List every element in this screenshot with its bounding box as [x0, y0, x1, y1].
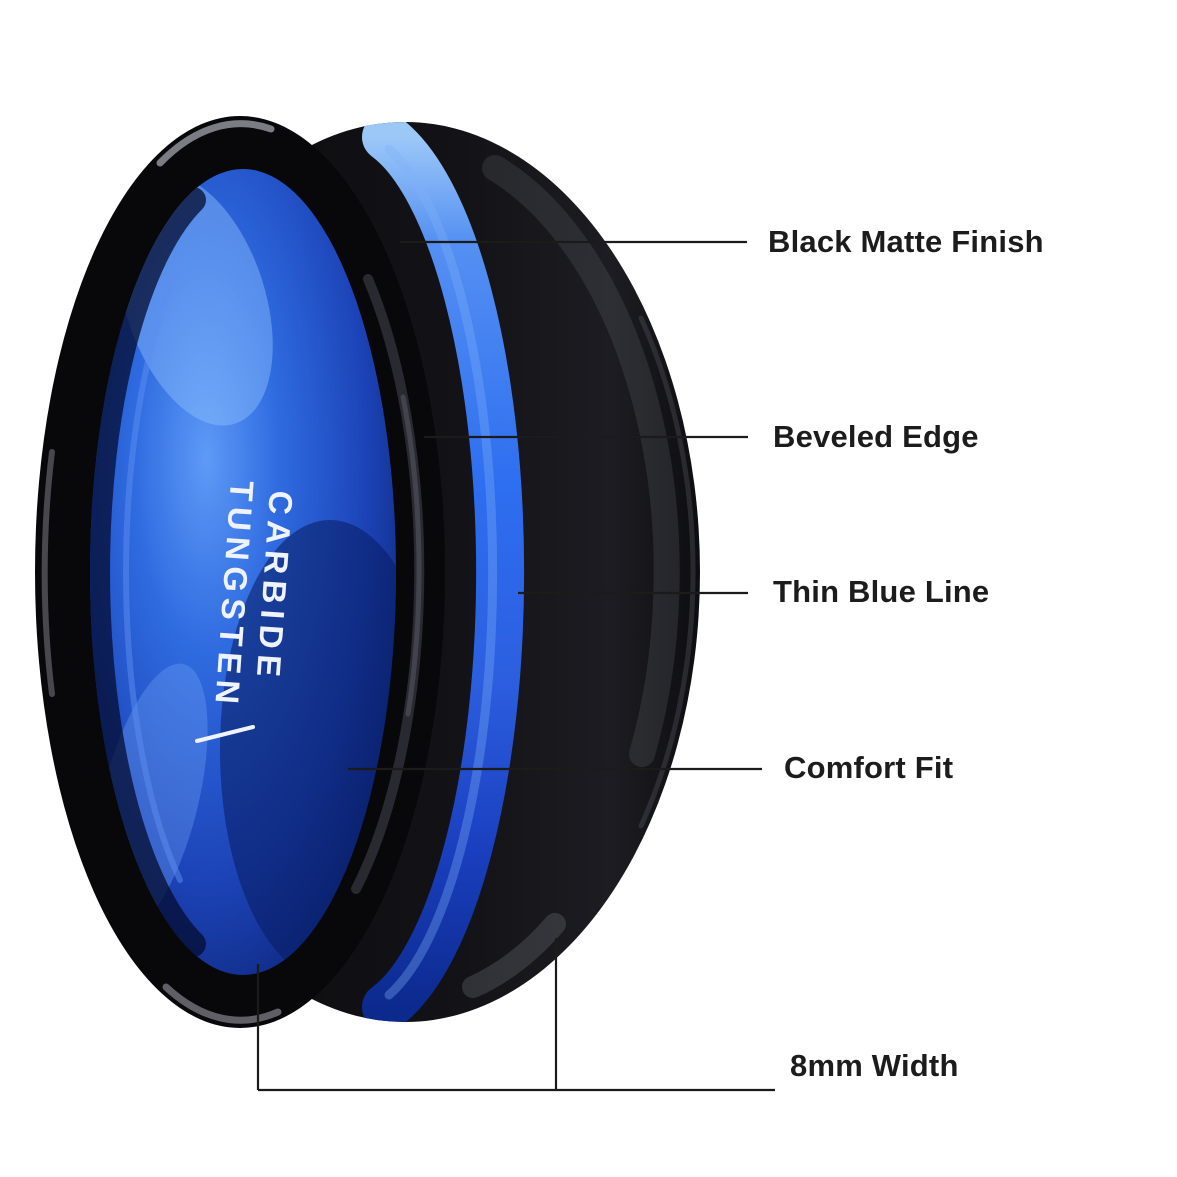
face-highlight-bottom: [162, 983, 282, 1024]
thin-blue-line-groove: [362, 122, 525, 1022]
callout-thin-blue-line: Thin Blue Line: [773, 574, 990, 609]
groove-highlight: [384, 144, 498, 1000]
inner-left-rim-shadow: [90, 187, 206, 957]
face-highlight-left: [41, 449, 55, 697]
callout-black-matte-finish: Black Matte Finish: [768, 224, 1044, 259]
band-sheen-arc: [482, 155, 680, 767]
band-sheen-arc-lower: [462, 913, 566, 998]
callout-8mm-width: 8mm Width: [790, 1048, 959, 1083]
callout-beveled-edge: Beveled Edge: [773, 419, 979, 454]
inner-brand-underline: [195, 725, 255, 743]
face-highlight-top: [156, 120, 275, 167]
band-edge-highlight: [638, 315, 696, 829]
ring-band-sheen: [362, 122, 696, 1022]
leader-lines: [256, 240, 775, 1092]
inner-left-rim-glow: [123, 261, 183, 883]
beveled-edge-highlight: [400, 394, 422, 717]
callout-comfort-fit: Comfort Fit: [784, 750, 954, 785]
